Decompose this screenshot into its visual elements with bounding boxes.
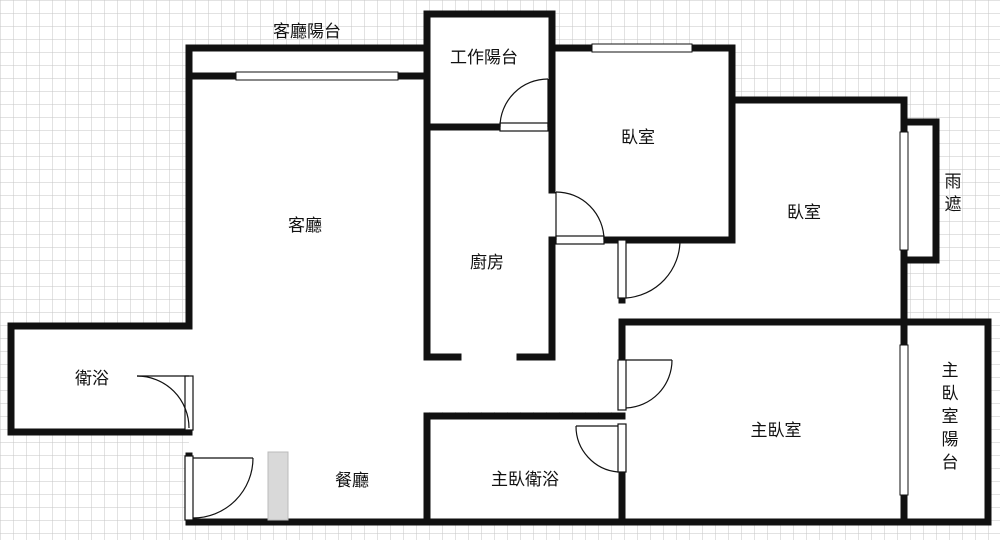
dining-fixture xyxy=(267,451,289,521)
bedroom-small-door xyxy=(555,191,605,245)
label-dining-room: 餐廳 xyxy=(335,471,369,491)
label-utility-balcony: 工作陽台 xyxy=(450,48,518,68)
room-labels: 客廳陽台 工作陽台 臥室 臥室 客廳 廚房 衛浴 餐廳 主臥衛浴 主臥室 雨遮 … xyxy=(75,22,962,491)
master-north-wall xyxy=(618,318,992,526)
kitchen-east-wall-lower xyxy=(516,236,556,361)
room-floors xyxy=(11,14,988,522)
label-master-bathroom: 主臥衛浴 xyxy=(491,470,559,490)
label-bedroom-large: 臥室 xyxy=(787,203,821,223)
label-living-room: 客廳 xyxy=(288,216,322,236)
kitchen-west-wall xyxy=(423,123,462,361)
doors xyxy=(136,78,681,521)
label-master-balcony: 主臥室陽台 xyxy=(942,361,959,473)
bedroom-large-door xyxy=(617,239,681,299)
bathroom-wall xyxy=(7,322,193,436)
utility-balcony-door xyxy=(499,78,549,132)
label-living-balcony: 客廳陽台 xyxy=(273,22,341,42)
master-bath-wall xyxy=(423,412,626,526)
dining-door xyxy=(184,455,254,521)
label-master-bedroom: 主臥室 xyxy=(751,421,802,441)
utility-balcony-wall xyxy=(423,10,556,131)
bedroom-small-window xyxy=(591,43,693,53)
bathroom-door xyxy=(136,375,194,431)
master-balcony-window xyxy=(899,344,909,496)
label-bathroom: 衛浴 xyxy=(75,369,109,389)
label-kitchen: 廚房 xyxy=(470,252,504,273)
living-window xyxy=(235,71,399,81)
canopy-window xyxy=(899,131,909,251)
label-canopy: 雨遮 xyxy=(945,172,962,215)
label-bedroom-small: 臥室 xyxy=(621,128,655,148)
master-bedroom-door xyxy=(617,359,673,411)
master-bath-door xyxy=(575,423,627,473)
windows xyxy=(235,43,909,496)
canopy-wall xyxy=(900,118,940,264)
